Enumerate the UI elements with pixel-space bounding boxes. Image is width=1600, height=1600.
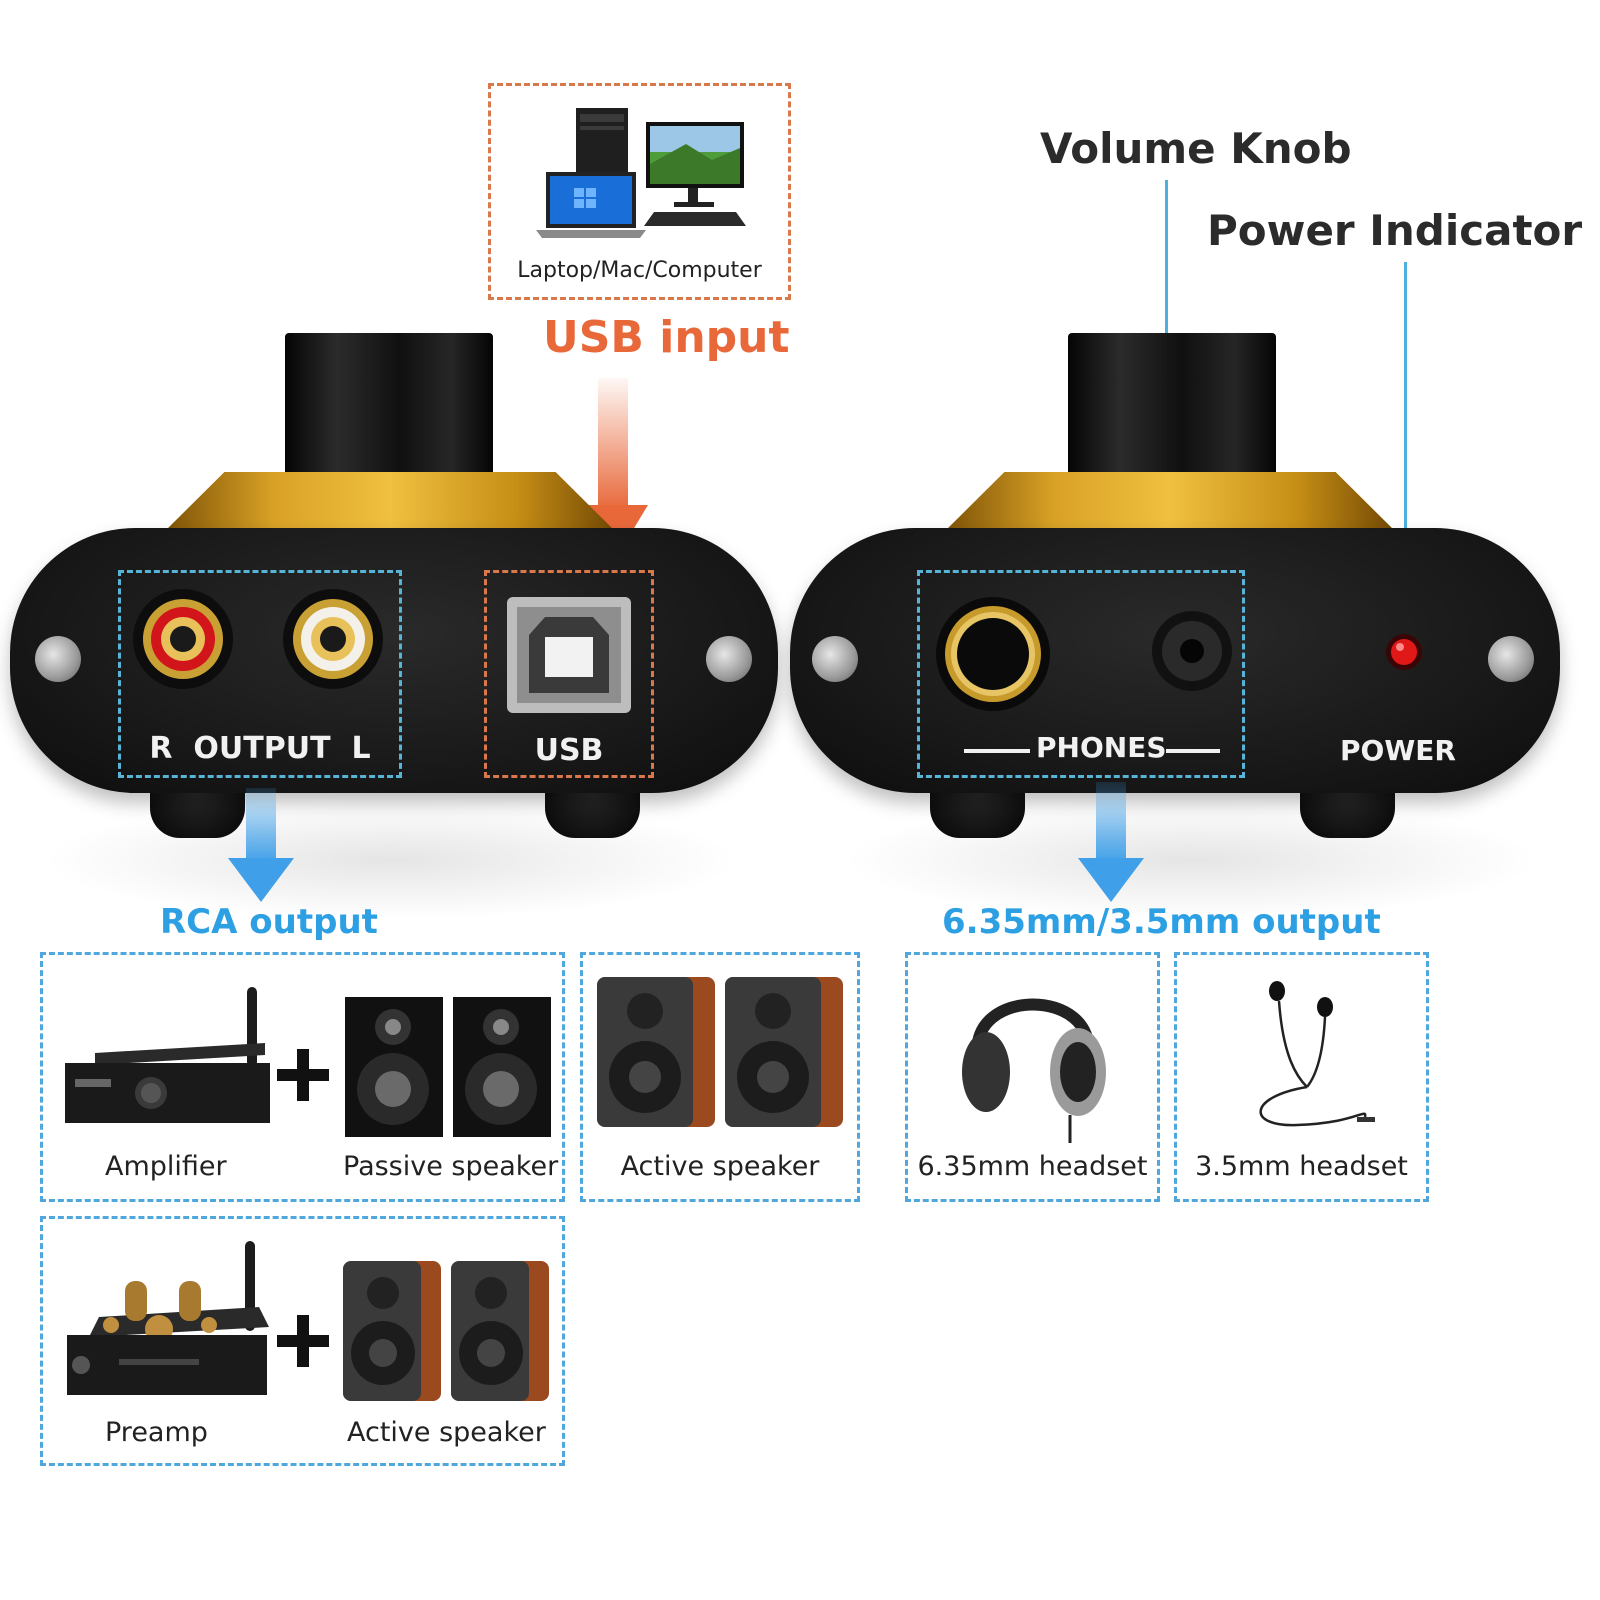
usb-input-title: USB input <box>543 312 790 363</box>
preamp-icon <box>67 1241 269 1395</box>
phones-right-rule <box>1166 749 1220 753</box>
amplifier-caption: Amplifier <box>105 1151 227 1182</box>
plus-icon-2 <box>277 1315 329 1367</box>
active-speaker-icon <box>597 977 843 1127</box>
front-volume-knob <box>1068 333 1276 483</box>
usb-arrow-stem <box>598 378 628 510</box>
active-speaker-icon-2 <box>343 1261 549 1401</box>
phones-left-rule <box>964 749 1030 753</box>
jack-arrow-stem <box>1096 782 1126 864</box>
power-indicator-leader-line <box>1404 262 1407 632</box>
usb-source-box: Laptop/Mac/Computer <box>488 83 791 300</box>
rca-red-jack-icon <box>133 589 233 689</box>
passive-speaker-icon <box>345 997 551 1137</box>
back-screw-right-icon <box>706 636 752 682</box>
headset-35-box: 3.5mm headset <box>1174 952 1429 1202</box>
front-panel: PHONES POWER <box>790 528 1560 793</box>
rca-output-title: RCA output <box>160 902 378 942</box>
phones-box: PHONES <box>917 570 1245 778</box>
active-speaker-caption: Active speaker <box>620 1151 820 1182</box>
earphones-icon <box>1259 981 1375 1127</box>
rca-output-box: R OUTPUT L <box>118 570 402 778</box>
computer-icon <box>536 108 746 238</box>
headset-635-caption: 6.35mm headset <box>917 1151 1148 1182</box>
jack-635-icon <box>936 597 1050 711</box>
jack-arrow-head-icon <box>1078 858 1144 902</box>
rca-white-jack-icon <box>283 589 383 689</box>
plus-icon <box>277 1049 329 1101</box>
front-gold-collar <box>940 472 1400 536</box>
power-indicator-label: Power Indicator <box>1207 206 1583 255</box>
rca-arrow-head-icon <box>228 858 294 902</box>
headphones-icon <box>962 998 1106 1143</box>
amplifier-icon <box>65 987 270 1123</box>
volume-knob-leader-line <box>1165 180 1168 355</box>
back-screw-left-icon <box>35 636 81 682</box>
jack-35-icon <box>1152 611 1232 691</box>
back-panel: R OUTPUT L USB <box>10 528 778 793</box>
passive-speaker-caption: Passive speaker <box>343 1151 559 1182</box>
phones-label: PHONES <box>1036 731 1167 764</box>
usb-port-box: USB <box>484 570 654 778</box>
headset-35-caption: 3.5mm headset <box>1195 1151 1408 1182</box>
power-label: POWER <box>1340 734 1456 767</box>
back-volume-knob <box>285 333 493 483</box>
active-speaker-caption-2: Active speaker <box>347 1417 546 1448</box>
front-screw-left-icon <box>812 636 858 682</box>
rca-output-label: R OUTPUT L <box>149 731 371 766</box>
front-screw-right-icon <box>1488 636 1534 682</box>
volume-knob-label: Volume Knob <box>1040 124 1352 173</box>
usb-b-port-icon <box>507 597 631 713</box>
rca-arrow-stem <box>246 788 276 864</box>
usb-port-label: USB <box>534 733 604 768</box>
jack-output-title: 6.35mm/3.5mm output <box>942 902 1381 942</box>
power-led-icon <box>1386 634 1422 670</box>
preamp-caption: Preamp <box>105 1417 208 1448</box>
preamp-active-box: Preamp Active speaker <box>40 1216 565 1466</box>
active-speaker-box: Active speaker <box>580 952 860 1202</box>
amp-passive-box: Amplifier Passive speaker <box>40 952 565 1202</box>
back-gold-collar <box>160 472 620 536</box>
usb-source-caption: Laptop/Mac/Computer <box>517 258 762 283</box>
headset-635-box: 6.35mm headset <box>905 952 1160 1202</box>
